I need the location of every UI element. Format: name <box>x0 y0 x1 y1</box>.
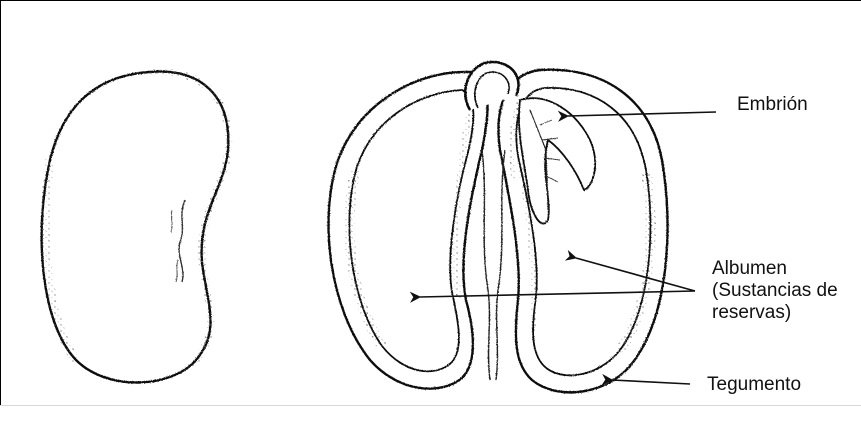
label-tegumento: Tegumento <box>707 374 801 396</box>
opened-seed <box>328 62 667 392</box>
pointer-tegumento <box>612 380 690 384</box>
label-albumen-line3: reservas) <box>712 302 838 324</box>
label-albumen-line2: (Sustancias de <box>712 280 838 302</box>
whole-bean <box>42 72 229 383</box>
label-albumen: Albumen (Sustancias de reservas) <box>712 258 838 324</box>
label-embrion: Embrión <box>737 94 808 116</box>
label-albumen-line1: Albumen <box>712 258 838 280</box>
